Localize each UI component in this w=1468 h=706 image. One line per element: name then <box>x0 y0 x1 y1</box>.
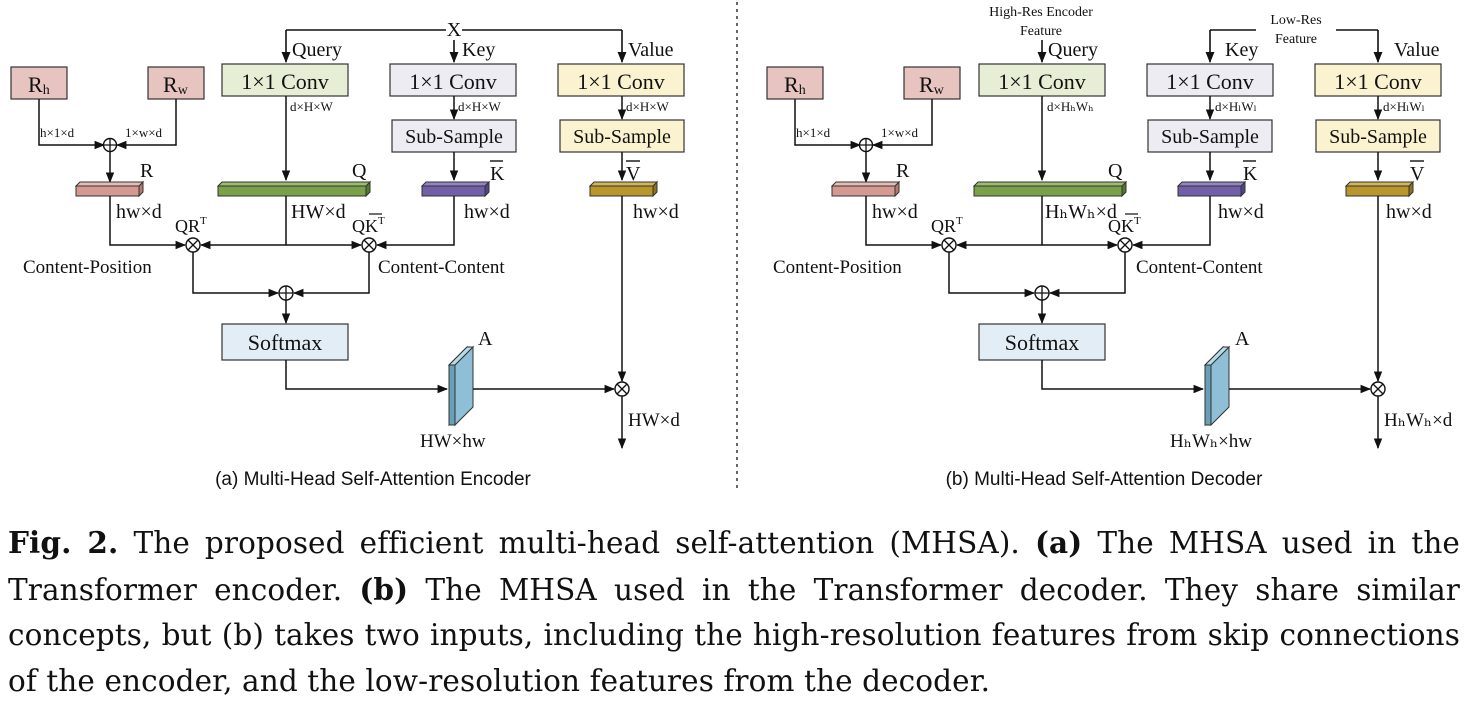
caption-text-1: The proposed efficient multi-head self-a… <box>118 526 1035 560</box>
encoder-r-bar <box>75 185 140 197</box>
encoder-a-dim: HW×hw <box>420 431 486 452</box>
decoder-rh-box <box>766 66 824 100</box>
decoder-rw-dim: 1×w×d <box>881 125 919 140</box>
encoder-softmax-box <box>221 323 349 361</box>
encoder-input-label: X <box>447 19 462 41</box>
encoder-panel: X Query Key Value Rh Rw h×1×d 1×w×d 1×1 … <box>10 19 685 490</box>
encoder-value-label: Value <box>628 39 674 61</box>
decoder-output-dim: HₕWₕ×d <box>1384 410 1453 431</box>
decoder-v-subsample <box>1315 119 1441 153</box>
encoder-content-content-label: Content-Content <box>378 257 505 278</box>
decoder-v-dim: hw×d <box>1386 201 1432 223</box>
encoder-rh-dim: h×1×d <box>40 125 75 140</box>
decoder-q-conv-label: 1×1 Conv <box>998 69 1086 94</box>
encoder-rw-box <box>147 66 205 100</box>
decoder-qr-label: QRT <box>931 215 963 236</box>
caption-a-label: (a) <box>1034 525 1083 560</box>
decoder-q-dim: HₕWₕ×d <box>1045 201 1117 223</box>
encoder-q-label: Q <box>352 160 367 182</box>
encoder-v-conv-dim: d×H×W <box>626 99 670 114</box>
encoder-k-dim: hw×d <box>464 201 510 223</box>
decoder-content-content-label: Content-Content <box>1136 257 1263 278</box>
decoder-r-dim: hw×d <box>872 201 918 223</box>
encoder-k-conv-label: 1×1 Conv <box>409 69 497 94</box>
decoder-v-subsample-label: Sub-Sample <box>1329 126 1427 148</box>
decoder-softmax-label: Softmax <box>1005 330 1080 355</box>
encoder-q-conv-label: 1×1 Conv <box>241 69 329 94</box>
decoder-panel: High-Res Encoder Feature Query Low-Res F… <box>766 5 1453 490</box>
encoder-k-subsample-label: Sub-Sample <box>405 126 503 148</box>
decoder-low-res-label-1: Low-Res <box>1270 13 1321 28</box>
encoder-query-label: Query <box>292 39 342 61</box>
encoder-r-label: R <box>140 160 154 182</box>
encoder-softmax-label: Softmax <box>248 330 323 355</box>
encoder-rh-box <box>10 66 68 100</box>
decoder-rw-text: Rw <box>919 72 945 98</box>
decoder-high-res-label-2: Feature <box>1020 24 1062 39</box>
encoder-qk-label: QKT <box>352 215 385 236</box>
encoder-rw-dim: 1×w×d <box>125 125 163 140</box>
encoder-k-conv <box>389 63 517 97</box>
caption-label: Fig. 2. <box>8 525 119 560</box>
decoder-low-res-label-2: Feature <box>1275 32 1317 47</box>
decoder-key-label: Key <box>1225 39 1258 61</box>
mhsa-figure: X Query Key Value Rh Rw h×1×d 1×w×d 1×1 … <box>10 2 1453 492</box>
encoder-q-conv <box>221 63 349 97</box>
decoder-value-label: Value <box>1394 39 1440 61</box>
encoder-k-subsample <box>391 119 517 153</box>
encoder-q-dim: HW×d <box>291 201 346 223</box>
decoder-a-label: A <box>1235 328 1250 350</box>
decoder-v-bar <box>1345 185 1410 197</box>
decoder-rh-dim: h×1×d <box>796 125 831 140</box>
encoder-v-subsample-label: Sub-Sample <box>573 126 671 148</box>
decoder-k-label: K <box>1243 163 1258 185</box>
encoder-rh-text: Rh <box>28 72 50 98</box>
encoder-a-label: A <box>478 328 493 350</box>
encoder-k-conv-dim: d×H×W <box>458 99 502 114</box>
decoder-q-conv-dim: d×HₕWₕ <box>1047 99 1094 114</box>
encoder-r-dim: hw×d <box>116 201 162 223</box>
encoder-k-label: K <box>490 163 505 185</box>
encoder-q-conv-dim: d×H×W <box>290 99 334 114</box>
decoder-k-subsample <box>1147 119 1273 153</box>
decoder-a-dim: HₕWₕ×hw <box>1170 431 1252 452</box>
decoder-subtitle: (b) Multi-Head Self-Attention Decoder <box>946 469 1263 490</box>
decoder-rw-box <box>903 66 961 100</box>
encoder-v-dim: hw×d <box>633 201 679 223</box>
decoder-q-label: Q <box>1108 160 1123 182</box>
encoder-v-bar <box>589 185 654 197</box>
decoder-high-res-label-1: High-Res Encoder <box>989 5 1093 20</box>
encoder-output-dim: HW×d <box>628 410 680 431</box>
decoder-v-conv-label: 1×1 Conv <box>1334 69 1422 94</box>
caption-text-3: The MHSA used in the Transformer decoder… <box>8 572 1460 698</box>
decoder-r-bar <box>831 185 896 197</box>
encoder-subtitle: (a) Multi-Head Self-Attention Encoder <box>215 469 531 490</box>
decoder-k-dim: hw×d <box>1218 201 1264 223</box>
decoder-v-conv <box>1314 63 1442 97</box>
caption-text-2: The MHSA used in the Transformer encoder… <box>8 526 1460 607</box>
decoder-content-position-label: Content-Position <box>773 257 902 278</box>
decoder-k-conv-label: 1×1 Conv <box>1166 69 1254 94</box>
figure-caption: Fig. 2. The proposed efficient multi-hea… <box>8 520 1460 704</box>
encoder-v-conv-label: 1×1 Conv <box>577 69 665 94</box>
decoder-r-label: R <box>896 160 910 182</box>
decoder-v-label: V <box>1410 163 1425 185</box>
decoder-qk-label: QKT <box>1108 215 1141 236</box>
caption-b-label: (b) <box>359 571 409 607</box>
encoder-q-bar <box>217 185 367 197</box>
encoder-v-conv <box>557 63 685 97</box>
decoder-q-bar <box>973 185 1123 197</box>
encoder-k-bar <box>421 185 486 197</box>
encoder-qr-label: QRT <box>175 215 207 236</box>
encoder-content-position-label: Content-Position <box>23 257 152 278</box>
encoder-v-label: V <box>626 163 641 185</box>
encoder-rw-text: Rw <box>163 72 189 98</box>
decoder-k-bar <box>1177 185 1242 197</box>
decoder-k-subsample-label: Sub-Sample <box>1161 126 1259 148</box>
decoder-k-conv-dim: d×HₗWₗ <box>1215 99 1257 114</box>
decoder-v-conv-dim: d×HₗWₗ <box>1383 99 1425 114</box>
decoder-rh-text: Rh <box>784 72 806 98</box>
decoder-query-label: Query <box>1048 39 1098 61</box>
encoder-key-label: Key <box>462 39 495 61</box>
